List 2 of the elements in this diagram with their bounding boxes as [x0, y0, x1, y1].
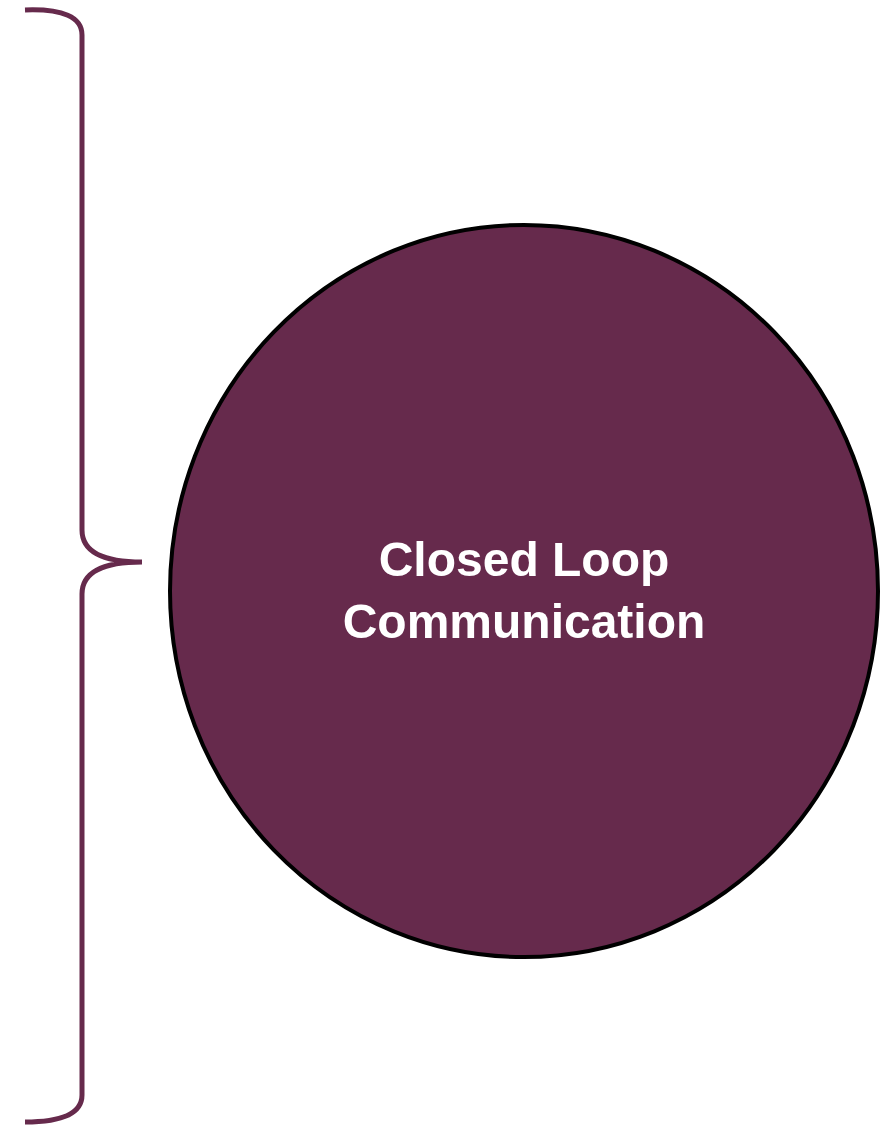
- circle-label: Closed Loop Communication: [341, 531, 707, 650]
- topic-circle: [168, 223, 880, 959]
